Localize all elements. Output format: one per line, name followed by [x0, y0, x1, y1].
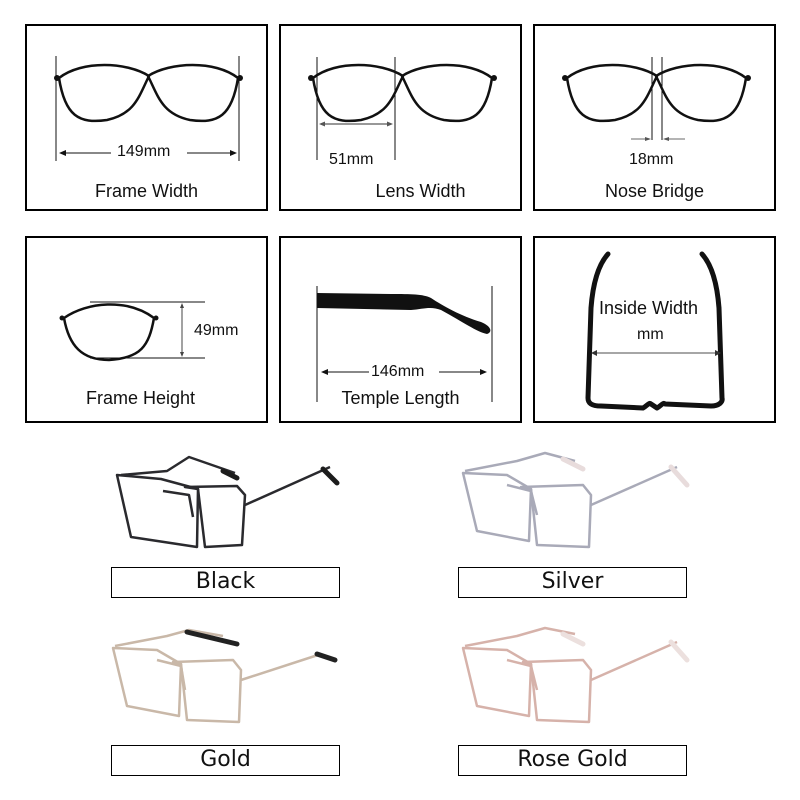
nose-bridge-label: Nose Bridge [604, 181, 705, 201]
nose-bridge-measurement: 18mm [629, 151, 674, 168]
lens-width-label: Lens Width [375, 181, 466, 201]
glasses-front-diagram-icon [562, 57, 751, 141]
inside-width-measurement: mm [637, 326, 664, 343]
frame-height-label: Frame Height [85, 388, 196, 408]
frame-height-measurement: 49mm [194, 322, 239, 339]
glasses-product-icon [115, 455, 340, 549]
frame-width-measurement: 149mm [117, 143, 171, 160]
glasses-front-diagram-icon [308, 57, 497, 160]
nose-bridge-panel: 18mm Nose Bridge [533, 24, 776, 211]
color-option-gold[interactable]: Gold [111, 745, 340, 776]
glasses-product-icon [111, 628, 338, 724]
gold-glasses-image [105, 620, 345, 735]
lens-width-panel: 51mm Lens Width [279, 24, 522, 211]
glasses-product-icon [461, 451, 690, 549]
black-glasses-image [105, 445, 345, 560]
silver-glasses-image [455, 445, 695, 560]
temple-length-measurement: 146mm [371, 363, 425, 380]
temple-length-panel: 146mm Temple Length [279, 236, 522, 423]
inside-width-panel: Inside Width mm [533, 236, 776, 423]
color-option-rose-gold[interactable]: Rose Gold [458, 745, 687, 776]
glasses-front-diagram-icon [54, 56, 243, 161]
frame-width-label: Frame Width [94, 181, 199, 201]
color-option-black[interactable]: Black [111, 567, 340, 598]
color-option-silver[interactable]: Silver [458, 567, 687, 598]
frame-width-panel: 149mm Frame Width [25, 24, 268, 211]
inside-width-title: Inside Width [599, 298, 699, 318]
temple-arm-diagram-icon [316, 286, 493, 402]
lens-width-measurement: 51mm [329, 151, 374, 168]
glasses-product-icon [461, 626, 690, 724]
glasses-top-view-diagram-icon [585, 251, 725, 411]
temple-length-label: Temple Length [341, 388, 460, 408]
frame-height-panel: 49mm Frame Height [25, 236, 268, 423]
rose-gold-glasses-image [455, 620, 695, 735]
single-lens-diagram-icon [59, 301, 205, 362]
